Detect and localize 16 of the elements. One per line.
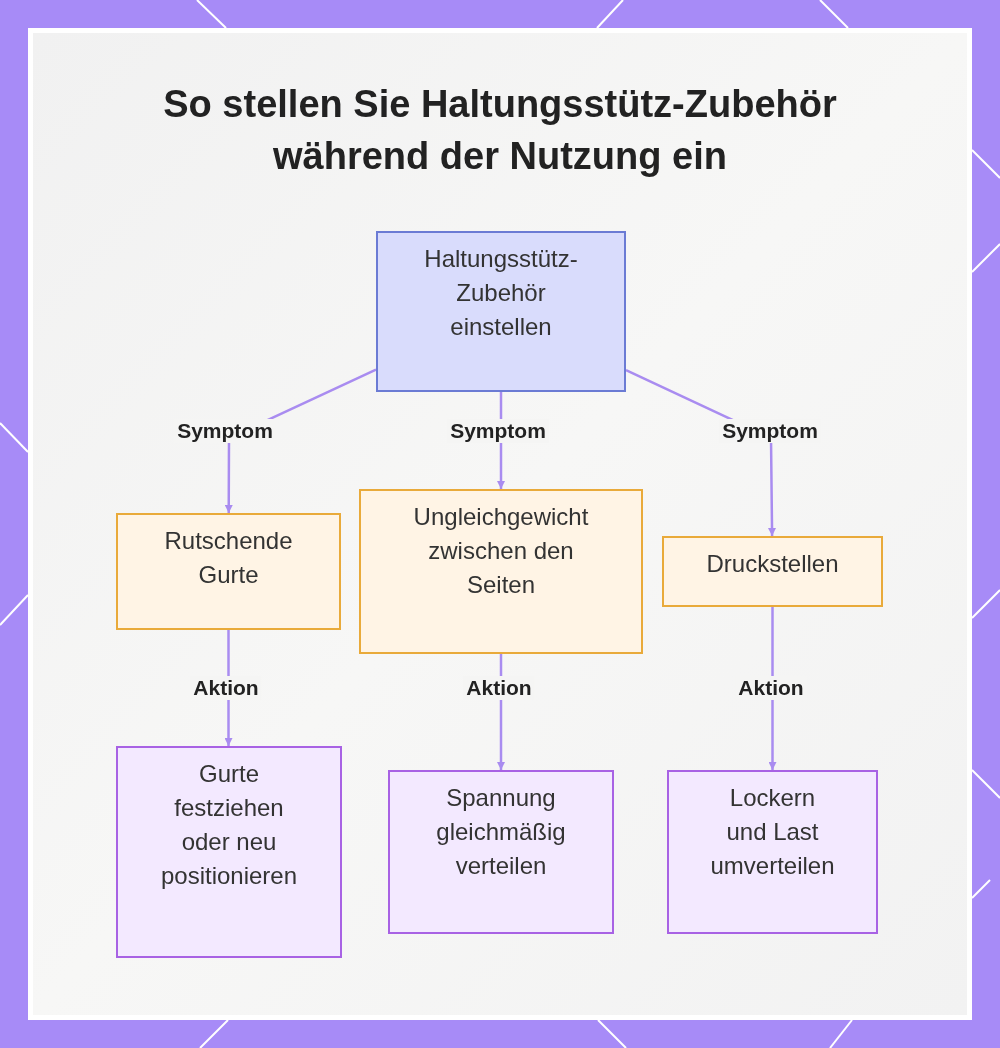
box-label: Rutschende Gurte	[163, 526, 294, 590]
box-label: Spannung gleichmäßig verteilen	[435, 783, 567, 881]
symptom-box	[359, 489, 643, 654]
action-box	[388, 770, 614, 934]
box-label: Gurte festziehen oder neu positionieren	[159, 759, 299, 891]
diagram-title: So stellen Sie Haltungsstütz-Zubehör während der Nutzung ein	[162, 82, 838, 179]
box-label: Haltungsstütz-Zubehör einstellen	[423, 244, 579, 342]
box-label: Ungleichgewicht zwischen den Seiten	[412, 502, 590, 600]
box-label: Druckstellen	[706, 549, 839, 579]
action-box	[667, 770, 878, 934]
symptom-box	[662, 536, 883, 607]
edge-label: Symptom	[174, 419, 276, 443]
box-label: Lockern und Last umverteilen	[709, 783, 836, 881]
action-box	[116, 746, 342, 958]
symptom-box	[116, 513, 341, 630]
goal-box	[376, 231, 626, 392]
